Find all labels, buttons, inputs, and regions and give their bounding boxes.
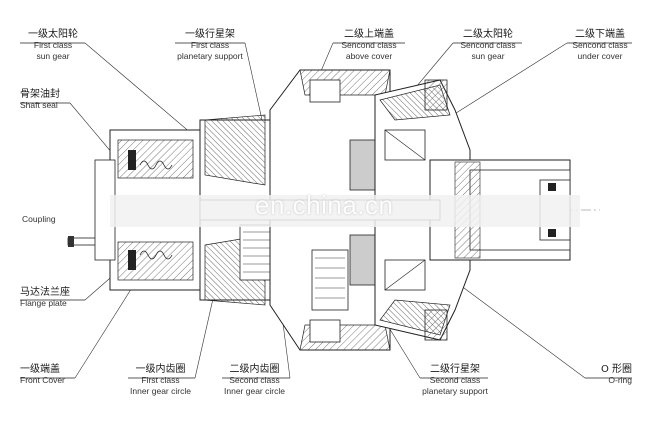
label-zh: 二级行星架 [430, 364, 480, 375]
label-en-1: First class [33, 40, 73, 50]
label-second-above-cover: 二级上端盖 Sencond class above cover [329, 29, 409, 62]
label-shaft-seal: 骨架油封 Shaft seal [20, 89, 100, 111]
label-second-inner-gear: 二级内齿圈 Second class Inner gear circle [212, 364, 297, 397]
label-zh: 一级太阳轮 [28, 29, 78, 40]
label-en-2: planetary support [177, 51, 243, 61]
label-en-2: under cover [577, 51, 623, 61]
label-zh: 一级端盖 [20, 364, 60, 375]
watermark: en.china.cn [255, 190, 394, 220]
label-first-planet-carrier: 一级行星架 First class planetary support [165, 29, 255, 62]
label-zh: O 形圈 [600, 364, 632, 375]
label-en-1: Coupling [22, 214, 56, 224]
watermark-band [110, 195, 580, 227]
label-en-2: above cover [345, 51, 393, 61]
label-en-1: First class [190, 40, 230, 50]
label-en-1: Second class [429, 375, 481, 385]
label-en-1: O-ring [608, 375, 632, 385]
label-o-ring: O 形圈 O-ring [572, 364, 632, 386]
label-zh: 二级下端盖 [575, 29, 625, 40]
label-second-under-cover: 二级下端盖 Sencond class under cover [560, 29, 640, 62]
label-en-2: sun gear [471, 51, 505, 61]
label-en-2: sun gear [36, 51, 70, 61]
label-en-1: Sencond class [572, 40, 628, 50]
label-zh: 二级太阳轮 [463, 29, 513, 40]
label-second-sun-gear: 二级太阳轮 Sencond class sun gear [448, 29, 528, 62]
label-zh: 二级内齿圈 [229, 364, 280, 375]
label-en-1: First class [141, 375, 180, 385]
label-coupling: Coupling [22, 214, 82, 225]
label-second-planet-carrier: 二级行星架 Second class planetary support [410, 364, 500, 397]
label-zh: 马达法兰座 [20, 287, 70, 298]
label-en-1: Second class [229, 375, 280, 385]
label-en-1: Front Cover [20, 375, 65, 385]
label-en-2: Inner gear circle [130, 386, 191, 396]
label-first-inner-gear: 一级内齿圈 First class Inner gear circle [118, 364, 203, 397]
label-en-1: Flange plate [20, 298, 67, 308]
label-en-1: Sencond class [341, 40, 397, 50]
label-zh: 一级行星架 [185, 29, 235, 40]
label-en-1: Shaft seal [20, 100, 58, 110]
label-en-2: planetary support [422, 386, 488, 396]
label-en-1: Sencond class [460, 40, 516, 50]
label-zh: 二级上端盖 [344, 29, 394, 40]
label-front-cover: 一级端盖 Front Cover [20, 364, 100, 386]
label-zh: 骨架油封 [20, 89, 60, 100]
label-en-2: Inner gear circle [224, 386, 285, 396]
label-flange-plate: 马达法兰座 Flange plate [20, 287, 110, 309]
label-first-sun-gear: 一级太阳轮 First class sun gear [18, 29, 88, 62]
label-zh: 一级内齿圈 [135, 364, 186, 375]
label-underlines [20, 42, 632, 379]
